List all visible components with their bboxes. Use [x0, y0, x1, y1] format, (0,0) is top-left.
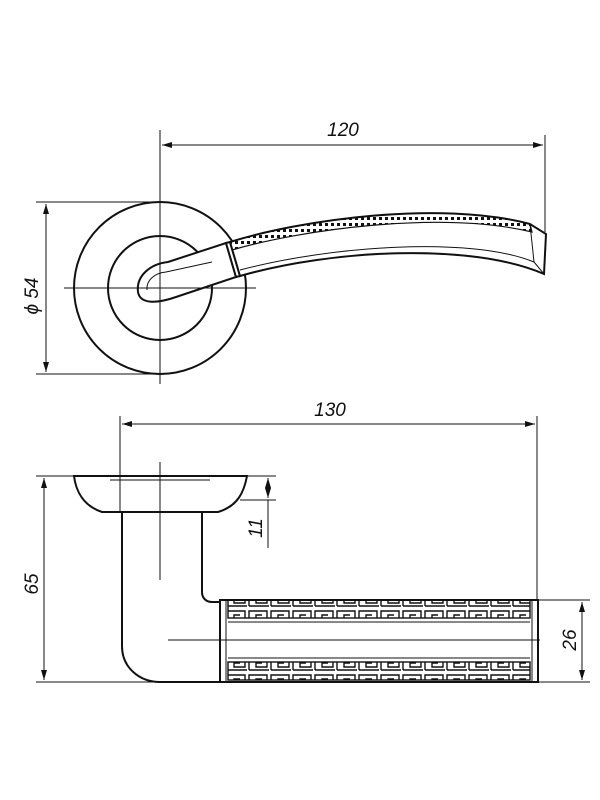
neck-elbow	[121, 511, 227, 683]
handle-neck	[136, 241, 238, 303]
dimension-label-height: 65	[22, 573, 43, 595]
bead-strip	[229, 212, 533, 251]
dimension-label-bottom-length: 130	[314, 400, 346, 421]
dimension-label-diameter: ϕ 54	[22, 278, 43, 315]
greek-key-band-bottom	[227, 661, 531, 681]
lever-edge-line	[239, 246, 535, 271]
side-view: 130 65 11 26	[22, 400, 590, 683]
dimension-label-top-length: 120	[327, 120, 359, 141]
lever-end-facet	[529, 223, 547, 276]
top-view: 120 ϕ 54	[22, 120, 548, 384]
neck-inner-line	[146, 261, 213, 291]
dimension-label-rose-thickness: 11	[246, 518, 267, 538]
dimension-label-handle-thickness: 26	[560, 629, 581, 652]
greek-key-band-top	[227, 599, 531, 619]
